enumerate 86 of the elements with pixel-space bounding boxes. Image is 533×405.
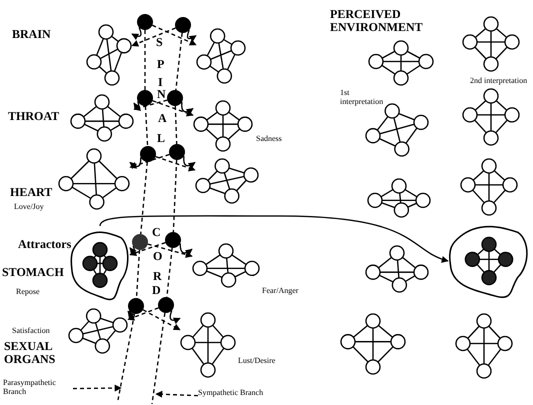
dashed-line [151,312,166,404]
dashed-arrow [129,242,166,256]
dashed-line [166,248,173,298]
spine-node [128,298,144,314]
emotion-label: Lust/Desire [238,356,276,365]
spine-node [167,90,183,106]
emotion-label: Satisfaction [12,326,50,335]
spine-letter: L [157,132,166,144]
network-drawing [460,158,518,216]
spine-node [140,146,156,162]
arrow [133,101,140,110]
network-drawing [340,313,406,375]
network-drawing [70,94,134,142]
network-drawing [367,178,431,218]
network-drawing [180,312,236,378]
arrow [129,157,142,170]
dashed-line [175,32,183,90]
dashed-line [172,160,178,232]
spine-node [132,234,148,250]
network-drawing [58,148,130,210]
dashed-arrow [131,27,176,47]
dashed-arrow [155,156,196,172]
spine-node [137,14,153,30]
spine-node [158,297,174,313]
arrow [127,310,135,318]
spine-letter: O [153,250,162,262]
branch-label: Parasympathetic Branch [3,378,73,400]
spine-node [137,90,153,106]
dashed-arrow [73,384,122,392]
dashed-arrow [127,307,159,321]
network-drawing [365,245,429,293]
network-drawing [193,100,253,152]
dashed-arrow [152,24,197,46]
arrow [170,310,181,324]
dashed-line [140,162,148,234]
spine-letter: N [157,88,166,100]
dashed-arrow [142,309,181,330]
arrow [99,215,449,262]
emotion-label: Sadness [256,134,282,143]
network-drawing [192,243,260,288]
spine-letter: S [156,36,163,48]
spine-node [169,144,185,160]
spine-letter: A [158,112,167,124]
spine-letter: R [153,270,162,282]
dashed-line [136,250,140,298]
arrow [181,102,194,115]
network-drawing [195,158,259,204]
organ-label: THROAT [8,110,60,123]
emotion-label: Fear/Anger [262,286,298,295]
spine-letter: D [152,284,161,296]
network-drawing [462,16,520,72]
spine-letter: I [158,76,163,88]
network-drawing [68,308,128,354]
arrow [183,156,196,169]
network-drawing [462,88,520,146]
organ-label: STOMACH [2,266,64,279]
dashed-arrow [148,243,193,258]
dashed-line [144,106,148,146]
dashed-arrow [129,154,170,169]
branch-label: Sympathetic Branch [198,388,268,405]
arrow [180,243,193,256]
dashed-arrow [152,100,194,116]
network-drawing [86,24,132,86]
emotion-label: Love/Joy [14,202,44,211]
organ-label: SEXUAL ORGANS [4,340,56,366]
organ-label: HEART [10,186,52,199]
spine-node [165,232,181,248]
heading-text: PERCEIVED ENVIRONMENT [330,8,424,34]
dashed-line [117,314,136,400]
dashed-arrow [155,390,198,398]
spine-letter: P [157,58,164,70]
dashed-line [144,30,146,90]
spine-letter: C [152,226,161,238]
network-drawing [455,313,513,379]
arrow [186,30,197,42]
arrow [129,246,137,255]
emotion-label: Repose [16,287,40,296]
interpretation-label: 2nd interpretation [470,76,528,85]
spine-node [175,17,191,33]
dashed-line [174,106,178,144]
network-drawing [196,28,246,84]
network-drawing [368,40,434,86]
organ-label: BRAIN [12,28,51,41]
arrow [131,27,142,40]
dashed-arrow [133,99,168,111]
organ-label: Attractors [18,238,72,251]
